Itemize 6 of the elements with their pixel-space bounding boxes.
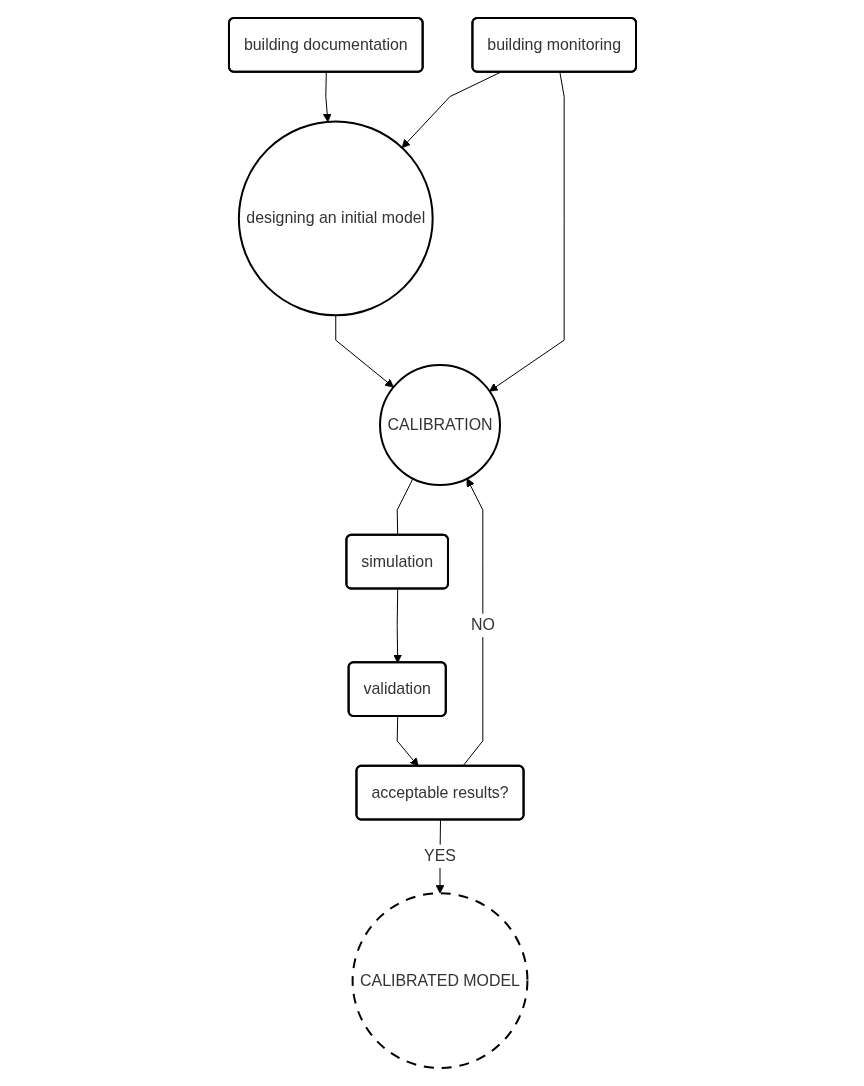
- edge-label: NO: [470, 616, 495, 634]
- edge-label: YES: [423, 847, 456, 865]
- node-circle: designing an initial model: [237, 120, 434, 317]
- node-circle: CALIBRATION: [378, 364, 501, 487]
- node-circle: CALIBRATED MODEL: [351, 892, 528, 1069]
- connector: [396, 478, 413, 536]
